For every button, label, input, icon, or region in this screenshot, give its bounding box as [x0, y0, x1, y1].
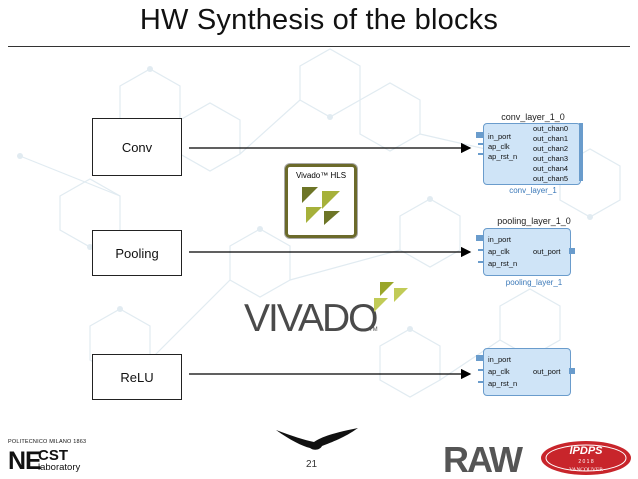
conv-port-out5: out_chan5 — [533, 174, 569, 183]
conv-port-in: in_port — [488, 132, 511, 141]
polimi-label: POLITECNICO MILANO 1863 — [8, 439, 87, 445]
pooling-port-rst: ap_rst_n — [488, 259, 518, 268]
pooling-port-clk: ap_clk — [488, 247, 510, 256]
slide-title: HW Synthesis of the blocks — [139, 4, 499, 36]
pooling-block: Pooling — [92, 230, 182, 276]
conv-port-out0: out_chan0 — [533, 124, 569, 133]
relu-port-in: in_port — [488, 355, 511, 364]
vivado-accent-icon — [374, 282, 408, 312]
conv-port-out2: out_chan2 — [533, 144, 569, 153]
pooling-port-out: out_port — [533, 247, 561, 256]
conv-port-rst: ap_rst_n — [488, 152, 518, 161]
conv-port-out3: out_chan3 — [533, 154, 569, 163]
necst-laboratory: laboratory — [38, 462, 81, 473]
raw-logo: RAW — [443, 439, 523, 479]
ipdps-city: VANCOUVER — [569, 467, 603, 473]
conv-port-clk: ap_clk — [488, 142, 510, 151]
vivado-hls-icon — [302, 187, 340, 225]
relu-port-rst: ap_rst_n — [488, 379, 518, 388]
page-number: 21 — [306, 459, 318, 470]
ip-core-pooling[interactable]: in_port ap_clk ap_rst_n out_port — [483, 228, 571, 276]
necst-cst: CST — [38, 447, 68, 464]
ip-title-pooling: pooling_layer_1_0 — [497, 216, 571, 226]
eagle-emblem — [276, 428, 358, 450]
ipdps-logo: IPDPS 2 0 1 8 VANCOUVER — [541, 441, 631, 475]
conv-port-out4: out_chan4 — [533, 164, 569, 173]
vivado-tm: TM — [369, 327, 378, 333]
vivado-wordmark: VIVADO — [244, 297, 378, 340]
ipdps-year: 2 0 1 8 — [578, 459, 594, 465]
pooling-port-in: in_port — [488, 235, 511, 244]
conv-port-out1: out_chan1 — [533, 134, 569, 143]
ip-core-relu[interactable]: in_port ap_clk ap_rst_n out_port — [483, 348, 571, 396]
ipdps-text: IPDPS — [569, 445, 603, 457]
ip-core-conv[interactable]: in_port ap_clk ap_rst_n out_chan0 out_ch… — [483, 123, 581, 185]
ip-subtitle-conv: conv_layer_1 — [509, 186, 557, 195]
vivado-hls-logo: Vivado™ HLS — [285, 164, 357, 238]
relu-block: ReLU — [92, 354, 182, 400]
ip-subtitle-pooling: pooling_layer_1 — [505, 278, 563, 287]
necst-ne: NE — [8, 447, 42, 475]
relu-port-clk: ap_clk — [488, 367, 510, 376]
vivado-hls-label: Vivado™ HLS — [295, 171, 347, 180]
ip-title-conv: conv_layer_1_0 — [501, 112, 565, 122]
relu-port-out: out_port — [533, 367, 561, 376]
conv-block: Conv — [92, 118, 182, 176]
title-divider — [8, 46, 630, 47]
